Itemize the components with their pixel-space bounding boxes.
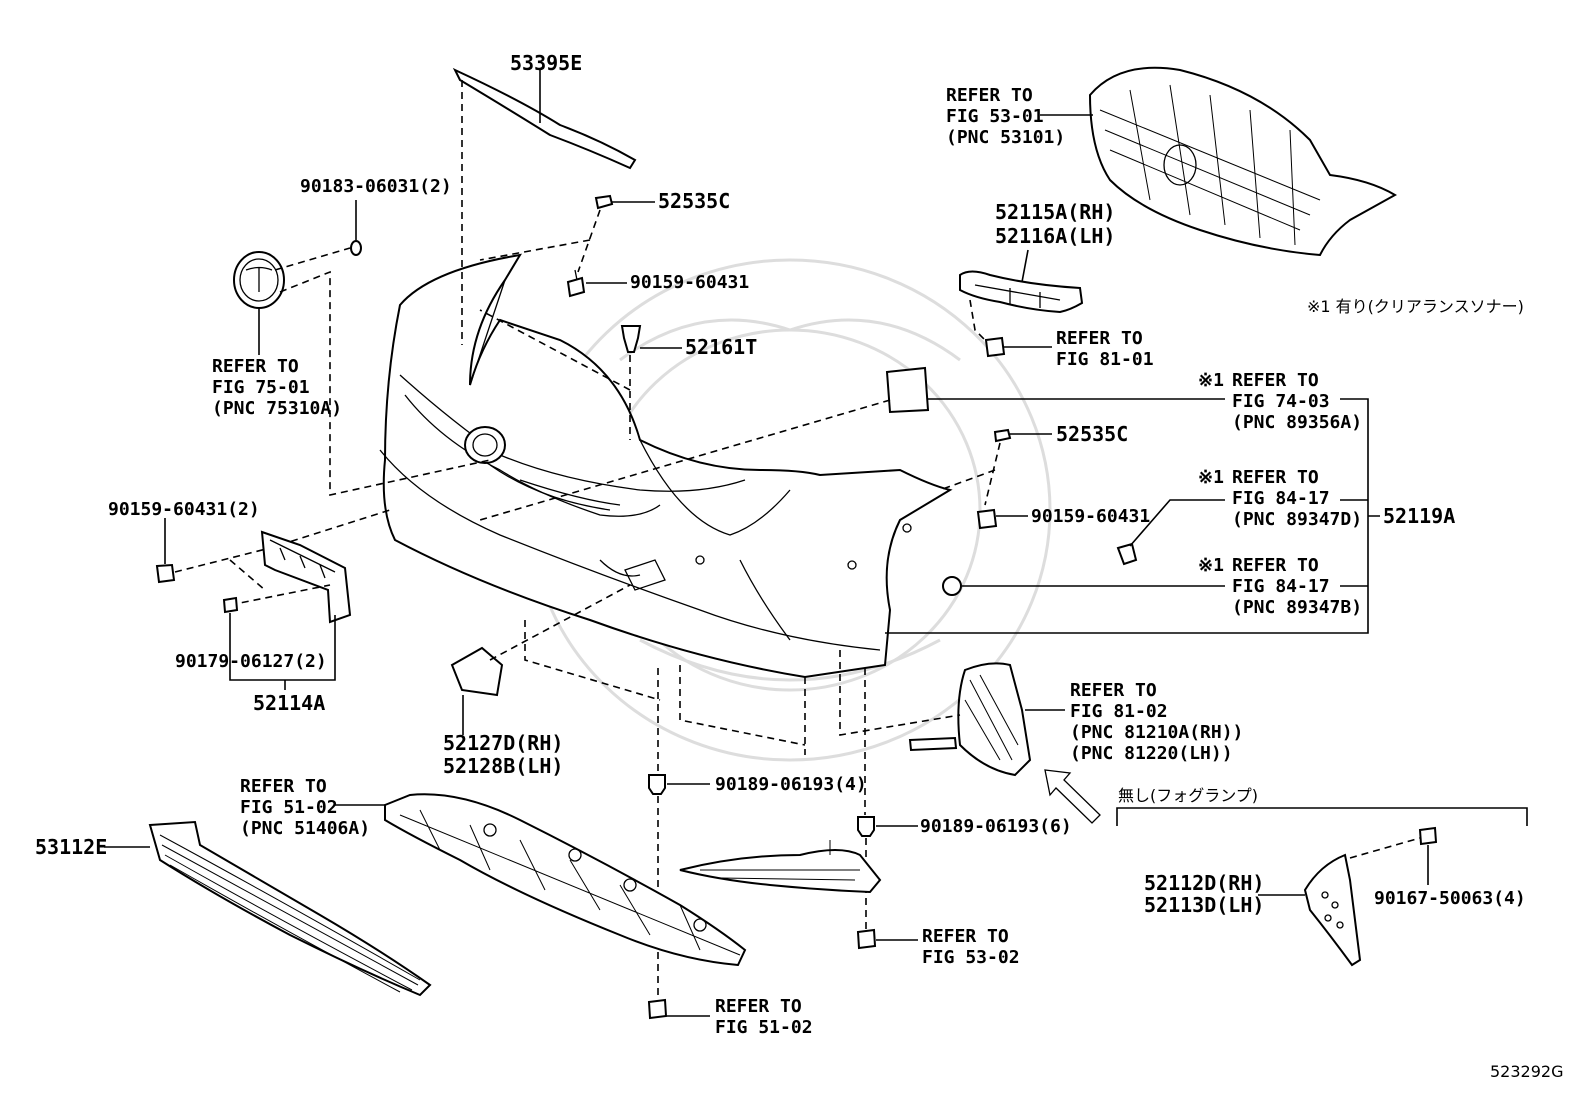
label-52535C-top: 52535C xyxy=(658,189,730,213)
ref-fig-84-17-D-line1: REFER TO xyxy=(1232,467,1319,488)
label-52127D-RH: 52127D(RH) xyxy=(443,731,563,755)
label-52128B-LH: 52128B(LH) xyxy=(443,754,563,778)
ref-fig-53-01-line3: (PNC 53101) xyxy=(946,127,1065,148)
ref-fig-51-02-top-line1: REFER TO xyxy=(240,776,327,797)
label-90189-06193-6: 90189-06193(6) xyxy=(920,816,1072,837)
label-90159-60431-2: 90159-60431(2) xyxy=(108,499,260,520)
sensor-pad-89356A xyxy=(885,366,930,414)
sensor-89347B xyxy=(942,576,962,596)
label-52119A: 52119A xyxy=(1383,504,1455,528)
ref-fig-81-01-line1: REFER TO xyxy=(1056,328,1143,349)
engine-under-cover xyxy=(384,793,747,967)
diagram-id: 523292G xyxy=(1490,1062,1563,1081)
sensor-89347D xyxy=(1116,542,1138,566)
clip-90189-4 xyxy=(648,774,666,795)
retainer-strip-53395E xyxy=(452,67,637,170)
clip-52535C-mid xyxy=(993,428,1012,443)
watermark xyxy=(528,258,1052,762)
bolt-90159-mid xyxy=(976,508,998,530)
ref-fig-84-17-B-line3: (PNC 89347B) xyxy=(1232,597,1362,618)
note-1-clearance-sonar: ※1 有り(クリアランスソナー) xyxy=(1307,297,1524,316)
bolt-fig-51-02 xyxy=(647,998,668,1020)
ref-fig-84-17-D-mark: ※1 xyxy=(1198,467,1224,488)
ref-fig-74-03-line2: FIG 74-03 xyxy=(1232,391,1330,412)
ref-fig-51-02-bottom-line1: REFER TO xyxy=(715,996,802,1017)
emblem xyxy=(233,240,362,309)
label-52116A-LH: 52116A(LH) xyxy=(995,224,1115,248)
ref-fig-75-01-line3: (PNC 75310A) xyxy=(212,398,342,419)
tow-hook-cover xyxy=(450,646,504,697)
ref-fig-81-02-line3: (PNC 81210A(RH)) xyxy=(1070,722,1243,743)
ref-fig-84-17-B-line1: REFER TO xyxy=(1232,555,1319,576)
clip-52161T xyxy=(620,325,642,353)
bracket-52119A xyxy=(885,398,1380,634)
label-52115A-RH: 52115A(RH) xyxy=(995,200,1115,224)
label-52535C-mid: 52535C xyxy=(1056,422,1128,446)
ref-fig-81-01-line2: FIG 81-01 xyxy=(1056,349,1154,370)
label-90159-60431-top: 90159-60431 xyxy=(630,272,749,293)
ref-fig-51-02-top-line2: FIG 51-02 xyxy=(240,797,338,818)
label-53395E: 53395E xyxy=(510,51,582,75)
label-90159-60431-mid: 90159-60431 xyxy=(1031,506,1150,527)
bolt-90159-top xyxy=(566,269,586,298)
bracket-52115A xyxy=(959,270,1084,314)
ref-fig-81-02-line4: (PNC 81220(LH)) xyxy=(1070,743,1233,764)
label-52161T: 52161T xyxy=(685,335,757,359)
clip-90189-6 xyxy=(857,816,875,837)
ref-fig-74-03-mark: ※1 xyxy=(1198,370,1224,391)
license-bracket-52114A xyxy=(260,530,352,624)
ref-fig-53-01-line1: REFER TO xyxy=(946,85,1033,106)
label-90167-50063-4: 90167-50063(4) xyxy=(1374,888,1526,909)
clip-52535C-top xyxy=(594,194,614,210)
ref-fig-84-17-B-line2: FIG 84-17 xyxy=(1232,576,1330,597)
ref-fig-53-02-line2: FIG 53-02 xyxy=(922,947,1020,968)
ref-fig-74-03-line3: (PNC 89356A) xyxy=(1232,412,1362,433)
nut-90179 xyxy=(222,596,239,614)
lower-grille-53112E xyxy=(148,820,432,997)
label-53112E: 53112E xyxy=(35,835,107,859)
label-52114A: 52114A xyxy=(253,691,325,715)
bolt-90159-left xyxy=(155,563,176,584)
ref-fig-51-02-top-line3: (PNC 51406A) xyxy=(240,818,370,839)
ref-fig-53-01-line2: FIG 53-01 xyxy=(946,106,1044,127)
ref-fig-75-01-line1: REFER TO xyxy=(212,356,299,377)
note-no-fog-lamp: 無し(フォグランプ) xyxy=(1118,786,1258,805)
ref-fig-81-02-line2: FIG 81-02 xyxy=(1070,701,1168,722)
ref-fig-84-17-B-mark: ※1 xyxy=(1198,555,1224,576)
bolt-fig-53-02 xyxy=(856,928,877,950)
label-90179-06127-2: 90179-06127(2) xyxy=(175,651,327,672)
label-52112D-RH: 52112D(RH) xyxy=(1144,871,1264,895)
ref-fig-75-01-line2: FIG 75-01 xyxy=(212,377,310,398)
nut-90167 xyxy=(1418,826,1438,846)
grille-assembly xyxy=(1088,66,1397,257)
fog-lamp xyxy=(908,662,1032,777)
direction-arrow xyxy=(1044,769,1101,824)
ref-fig-74-03-line1: REFER TO xyxy=(1232,370,1319,391)
label-90189-06193-4: 90189-06193(4) xyxy=(715,774,867,795)
ref-fig-84-17-D-line2: FIG 84-17 xyxy=(1232,488,1330,509)
ref-fig-84-17-D-line3: (PNC 89347D) xyxy=(1232,509,1362,530)
ref-fig-81-02-line1: REFER TO xyxy=(1070,680,1157,701)
fog-cover-52112D xyxy=(1303,853,1362,967)
splash-shield xyxy=(679,840,882,894)
bolt-fig-81-01 xyxy=(984,336,1006,358)
ref-fig-51-02-bottom-line2: FIG 51-02 xyxy=(715,1017,813,1038)
label-52113D-LH: 52113D(LH) xyxy=(1144,893,1264,917)
label-90183-06031: 90183-06031(2) xyxy=(300,176,452,197)
ref-fig-53-02-line1: REFER TO xyxy=(922,926,1009,947)
